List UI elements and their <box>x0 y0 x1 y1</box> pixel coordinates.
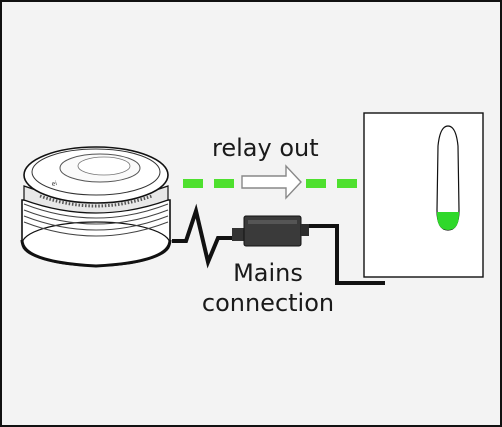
mains-adapter-icon <box>232 215 309 247</box>
right-arrow-icon <box>241 164 302 200</box>
smoke-detector-icon: ei <box>20 146 172 268</box>
svg-text:ei: ei <box>51 180 58 188</box>
mains-cable <box>309 224 385 285</box>
detector-cable <box>172 203 240 269</box>
mains-connection-label: Mains connection <box>198 258 338 318</box>
mains-label-line1: Mains <box>233 259 303 287</box>
relay-unit-icon <box>363 112 484 278</box>
mains-label-line2: connection <box>201 289 335 317</box>
relay-out-label: relay out <box>212 134 319 162</box>
relay-signal-left <box>183 179 234 188</box>
relay-signal-right <box>306 179 357 188</box>
